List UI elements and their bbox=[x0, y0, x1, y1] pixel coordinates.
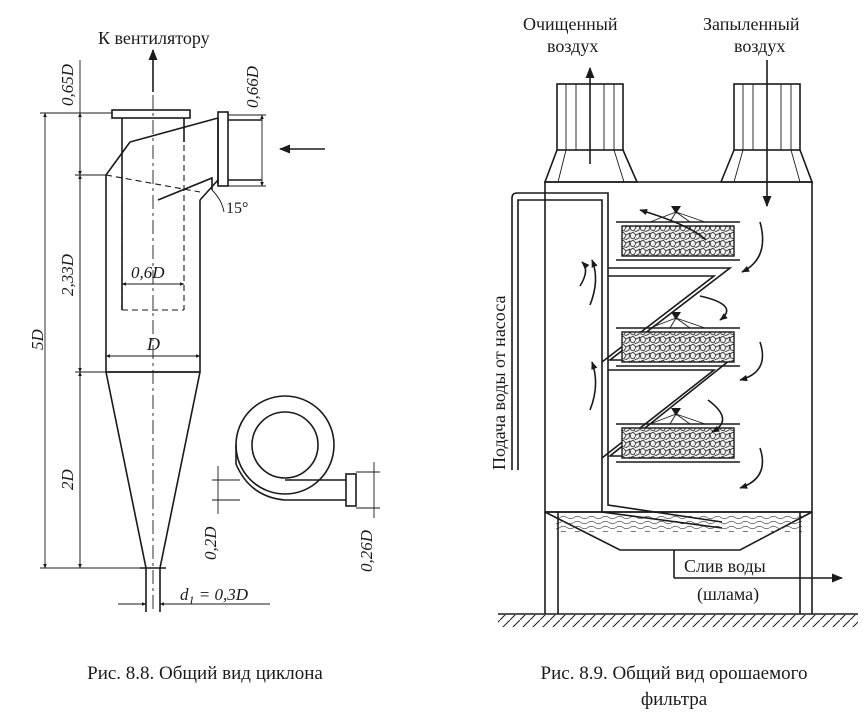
clean-air-label-2: воздух bbox=[547, 36, 598, 56]
caption-left: Рис. 8.8. Общий вид циклона bbox=[87, 663, 323, 684]
dim-d1: d1 = 0,3D bbox=[180, 585, 249, 607]
caption-right-line-1: Рис. 8.9. Общий вид орошаемого bbox=[540, 663, 808, 684]
drain-label-1: Слив воды bbox=[684, 556, 766, 576]
outlet-flange bbox=[111, 109, 191, 119]
water-supply-label: Подача воды от насоса bbox=[489, 296, 509, 470]
air-flow-arrows bbox=[579, 209, 764, 489]
clean-air-label-1: Очищенный bbox=[523, 14, 618, 34]
dusty-air-label-1: Запыленный bbox=[703, 14, 800, 34]
dim-066d: 0,66D bbox=[243, 65, 262, 108]
clean-air-duct bbox=[543, 66, 639, 183]
filter-bed-1 bbox=[616, 206, 740, 261]
dim-02d: 0,2D bbox=[201, 526, 220, 560]
deflector bbox=[157, 176, 213, 201]
dim-5d: 5D bbox=[28, 329, 47, 351]
fan-label: К вентилятору bbox=[98, 28, 210, 48]
dim-06d: 0,6D bbox=[131, 263, 165, 282]
dim-d: D bbox=[146, 334, 160, 354]
cyclone-top-view: 0,2D 0,26D bbox=[201, 395, 380, 572]
drain-label-2: (шлама) bbox=[697, 584, 759, 605]
inlet-flange bbox=[217, 111, 229, 187]
filter-bed-3 bbox=[616, 408, 740, 463]
filter-figure: Очищенный воздух Запыленный воздух bbox=[489, 14, 858, 627]
dim-065d: 0,65D bbox=[58, 63, 77, 106]
cyclone-figure: К вентилятору 15° bbox=[28, 28, 380, 612]
caption-right-line-2: фильтра bbox=[640, 689, 708, 710]
dusty-air-label-2: воздух bbox=[734, 36, 785, 56]
dim-026d: 0,26D bbox=[357, 529, 376, 572]
water-supply-pipe bbox=[511, 192, 723, 523]
dusty-air-duct bbox=[719, 60, 814, 208]
dim-2d: 2D bbox=[58, 469, 77, 491]
filter-bed-2 bbox=[616, 312, 740, 367]
angle-label: 15° bbox=[226, 200, 248, 217]
dim-233d: 2,33D bbox=[58, 253, 77, 296]
ground-hatching bbox=[498, 615, 858, 627]
